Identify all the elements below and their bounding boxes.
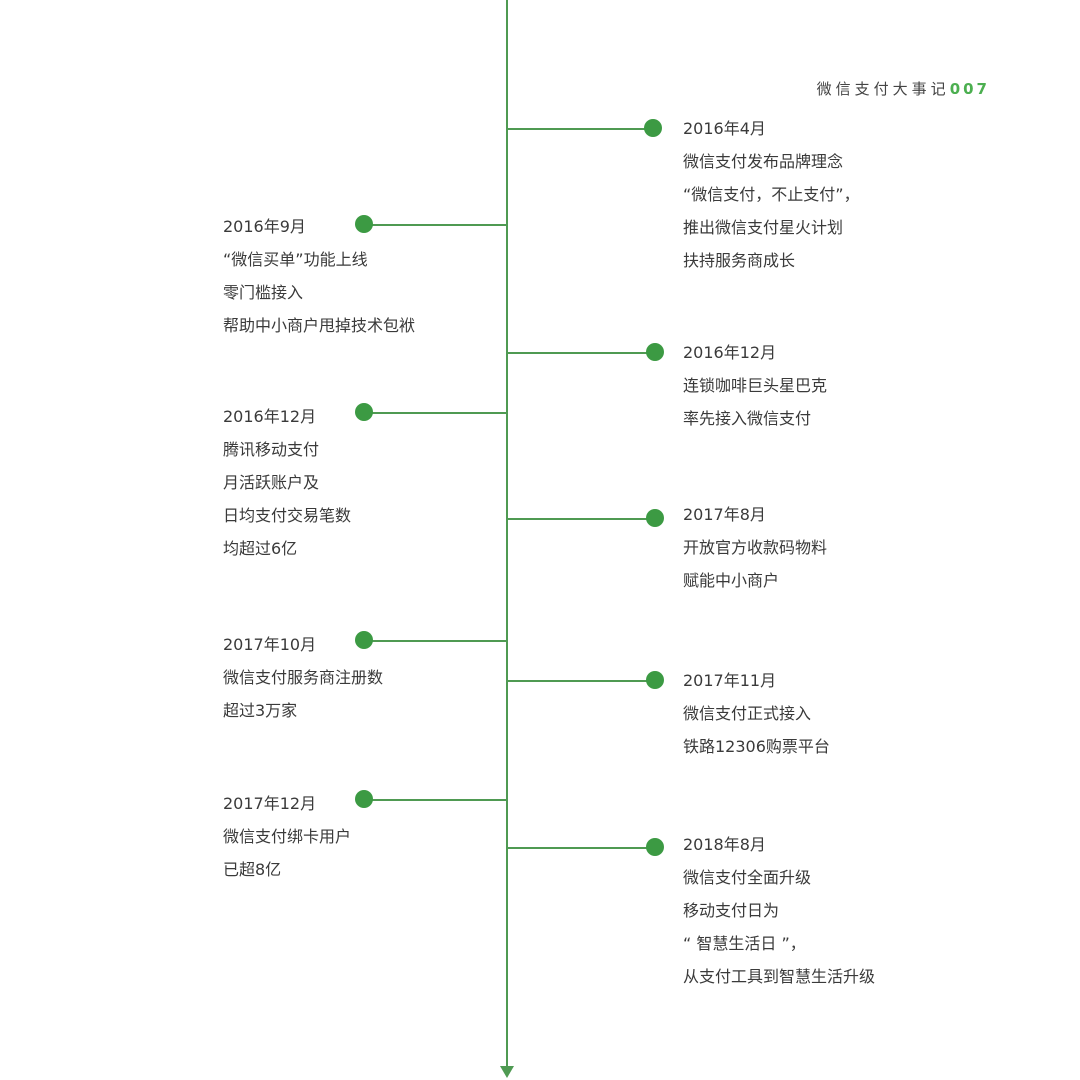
event-line: 移动支付日为 (683, 901, 780, 920)
event-dot-icon (646, 509, 664, 527)
event-connector (364, 640, 506, 642)
event-dot-icon (355, 790, 373, 808)
event-line: 赋能中小商户 (683, 571, 780, 590)
event-line: 超过3万家 (223, 701, 298, 720)
event-date: 2017年8月 (683, 505, 766, 524)
event-date: 2017年10月 (223, 635, 317, 654)
event-dot-icon (646, 671, 664, 689)
header-label: 微信支付大事记 (816, 80, 950, 98)
event-date: 2016年9月 (223, 217, 306, 236)
event-line: 微信支付全面升级 (683, 868, 812, 887)
event-dot-icon (355, 403, 373, 421)
event-line: 铁路12306购票平台 (683, 737, 830, 756)
event-line: 帮助中小商户甩掉技术包袱 (223, 316, 416, 335)
event-line: 已超8亿 (223, 860, 282, 879)
event-line: “ 智慧生活日 ”， (683, 934, 806, 953)
event-line: 扶持服务商成长 (683, 251, 796, 270)
event-text: 2016年4月 微信支付发布品牌理念 “微信支付，不止支付”， 推出微信支付星火… (683, 112, 860, 277)
event-line: 微信支付正式接入 (683, 704, 812, 723)
event-line: 连锁咖啡巨头星巴克 (683, 376, 828, 395)
event-line: 微信支付发布品牌理念 (683, 152, 844, 171)
event-connector (508, 847, 655, 849)
event-dot-icon (644, 119, 662, 137)
event-dot-icon (355, 631, 373, 649)
event-connector (364, 799, 506, 801)
event-date: 2016年12月 (683, 343, 777, 362)
event-line: 微信支付绑卡用户 (223, 827, 352, 846)
event-text: 2016年12月 连锁咖啡巨头星巴克 率先接入微信支付 (683, 336, 827, 435)
event-date: 2017年12月 (223, 794, 317, 813)
event-text: 2017年8月 开放官方收款码物料 赋能中小商户 (683, 498, 827, 597)
event-line: 日均支付交易笔数 (223, 506, 352, 525)
event-dot-icon (646, 838, 664, 856)
event-text: 2016年12月 腾讯移动支付 月活跃账户及 日均支付交易笔数 均超过6亿 (223, 400, 351, 565)
event-date: 2018年8月 (683, 835, 766, 854)
event-line: 从支付工具到智慧生活升级 (683, 967, 876, 986)
event-line: “微信买单”功能上线 (223, 250, 368, 269)
event-line: 开放官方收款码物料 (683, 538, 828, 557)
event-text: 2016年9月 “微信买单”功能上线 零门槛接入 帮助中小商户甩掉技术包袱 (223, 210, 415, 342)
event-text: 2018年8月 微信支付全面升级 移动支付日为 “ 智慧生活日 ”， 从支付工具… (683, 828, 875, 993)
timeline-axis (506, 0, 508, 1068)
event-line: 微信支付服务商注册数 (223, 668, 384, 687)
page-header: 微信支付大事记007 (817, 78, 990, 99)
event-connector (508, 518, 655, 520)
event-line: 零门槛接入 (223, 283, 304, 302)
event-line: 腾讯移动支付 (223, 440, 320, 459)
event-connector (508, 680, 655, 682)
event-dot-icon (355, 215, 373, 233)
event-text: 2017年10月 微信支付服务商注册数 超过3万家 (223, 628, 383, 727)
event-connector (508, 128, 653, 130)
event-connector (364, 412, 506, 414)
event-line: “微信支付，不止支付”， (683, 185, 860, 204)
event-line: 月活跃账户及 (223, 473, 320, 492)
event-date: 2016年4月 (683, 119, 766, 138)
event-connector (364, 224, 506, 226)
event-dot-icon (646, 343, 664, 361)
event-text: 2017年12月 微信支付绑卡用户 已超8亿 (223, 787, 351, 886)
event-line: 均超过6亿 (223, 539, 298, 558)
timeline-arrow-down-icon (500, 1066, 514, 1078)
event-line: 率先接入微信支付 (683, 409, 812, 428)
header-number: 007 (949, 80, 990, 98)
event-line: 推出微信支付星火计划 (683, 218, 844, 237)
event-date: 2017年11月 (683, 671, 777, 690)
event-text: 2017年11月 微信支付正式接入 铁路12306购票平台 (683, 664, 830, 763)
event-date: 2016年12月 (223, 407, 317, 426)
event-connector (508, 352, 655, 354)
